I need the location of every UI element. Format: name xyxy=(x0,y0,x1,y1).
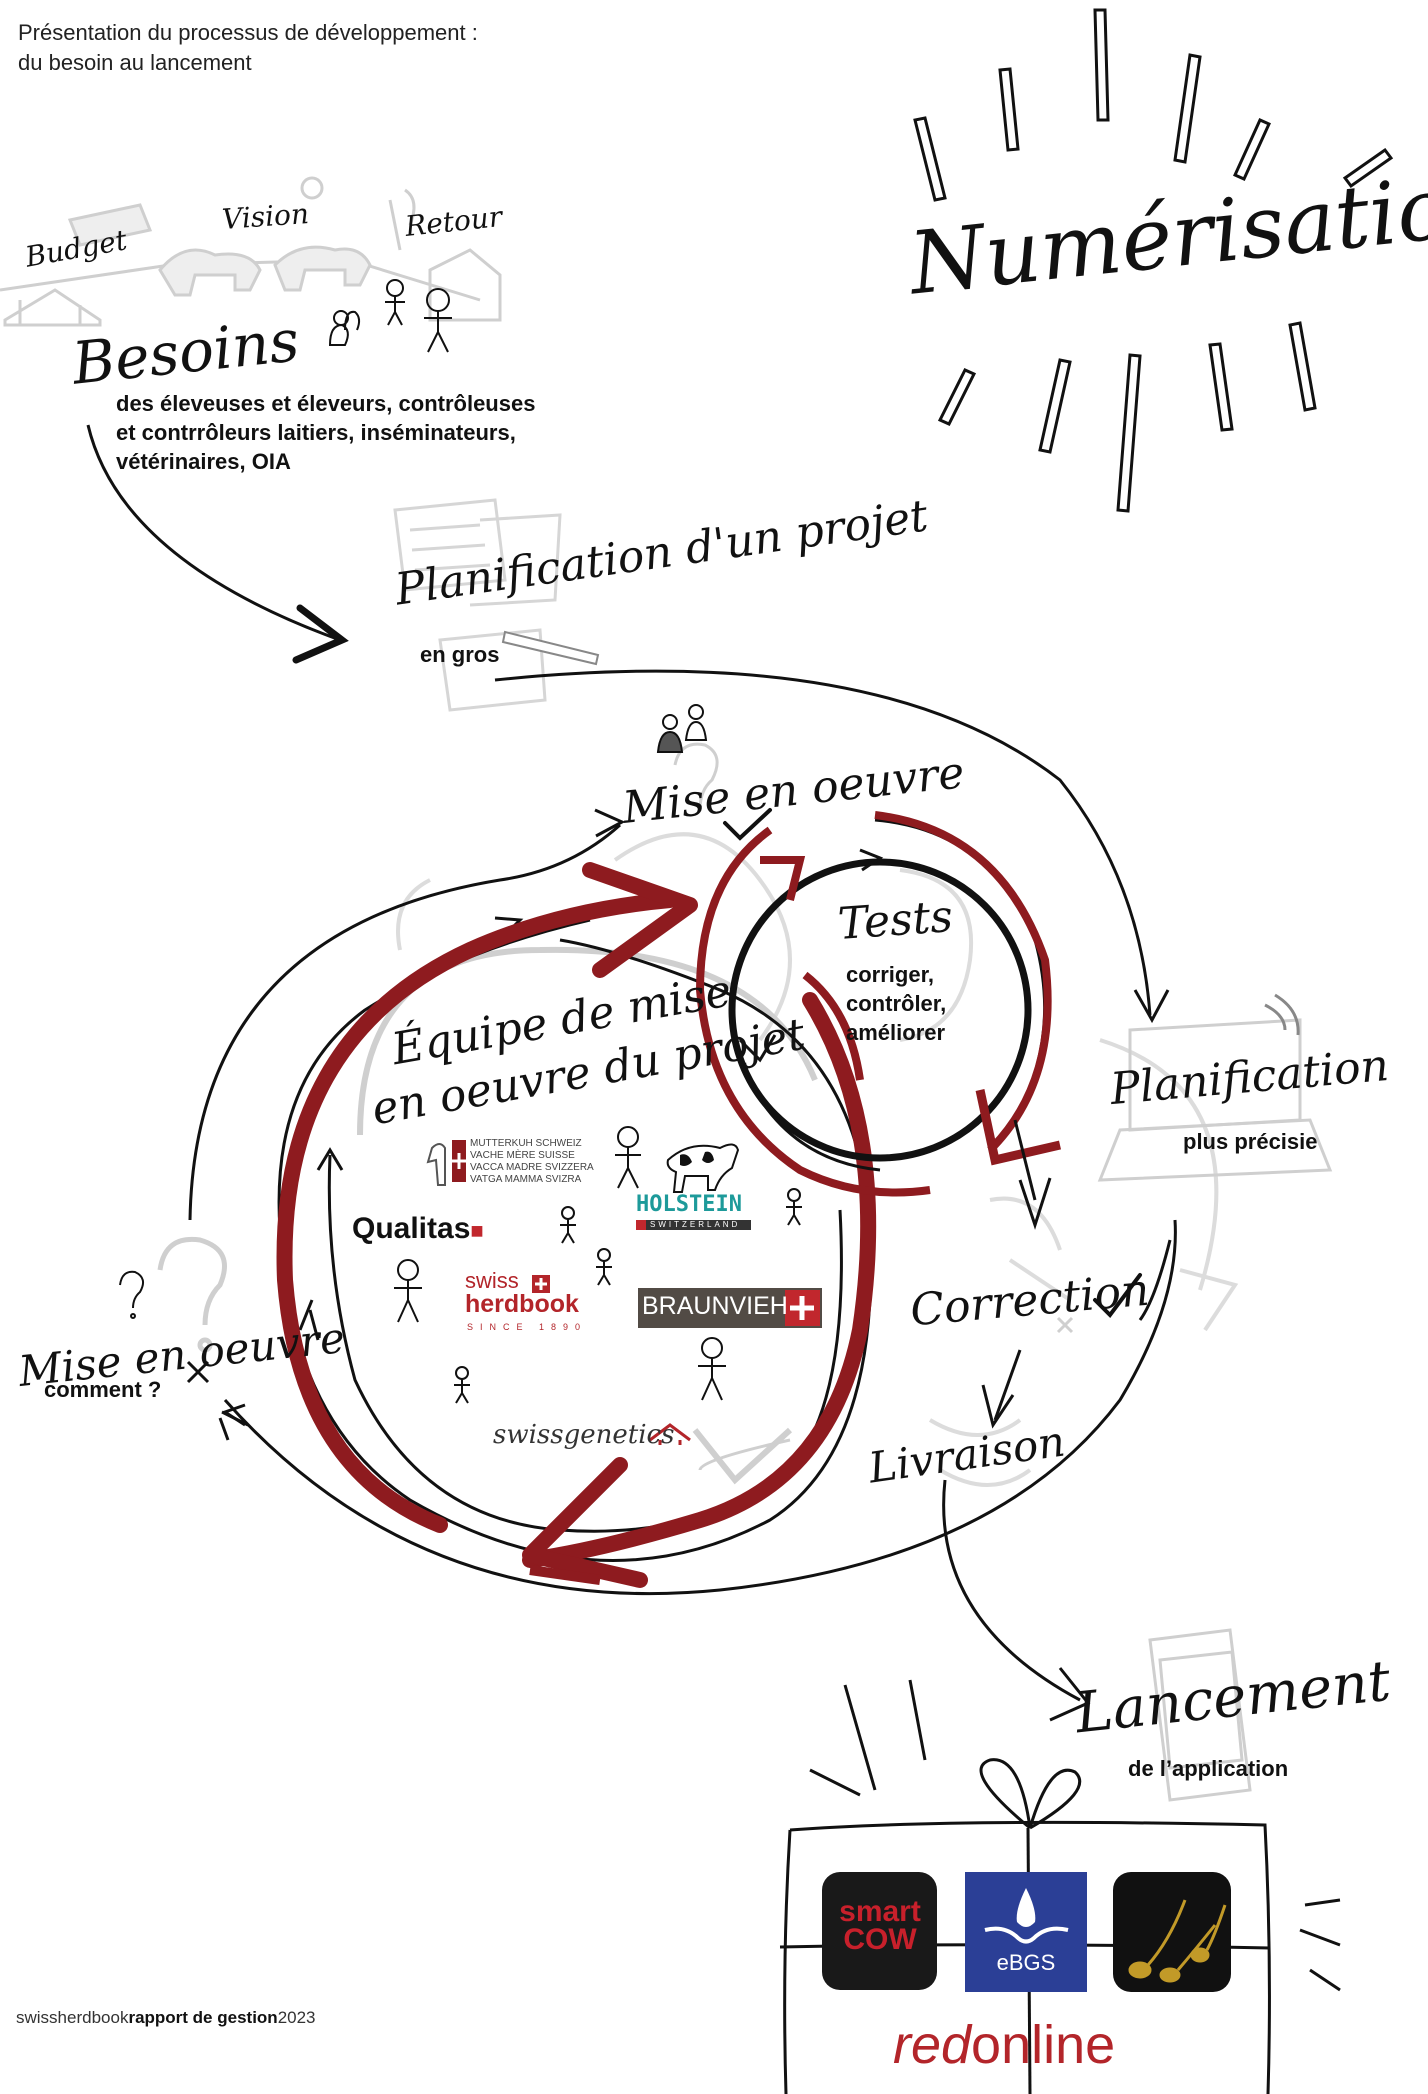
footer-year: 2023 xyxy=(277,2008,316,2027)
tests-line-3: améliorer xyxy=(846,1020,946,1045)
tests-title: Tests xyxy=(836,891,955,950)
besoins-line-3: vétérinaires, OIA xyxy=(116,449,291,474)
redonline-red-part: red xyxy=(893,2015,972,2075)
braunvieh-logo-text: BRAUNVIEH xyxy=(642,1292,788,1320)
page-footer: swissherdbookrapport de gestion2023 xyxy=(16,2008,316,2028)
braunvieh-logo xyxy=(638,1288,822,1328)
question-icon-small xyxy=(119,1270,145,1319)
swissgenetics-icon xyxy=(649,1423,691,1445)
label-vision: Vision xyxy=(220,197,310,236)
smartcow-app-icon xyxy=(822,1872,937,1990)
redonline-online-part: online xyxy=(971,2015,1116,2075)
redonline-logo: redonline xyxy=(893,2015,1115,2075)
cycle-background-sketch xyxy=(396,832,1239,1487)
footer-brand: swissherdbook xyxy=(16,2008,129,2027)
laptop-icon xyxy=(1097,993,1333,1182)
mutterkuh-line-2: VACHE MÈRE SUISSE xyxy=(470,1150,575,1161)
herdbook-swiss-word: swiss xyxy=(465,1268,519,1293)
cow-icon xyxy=(666,1143,740,1193)
checkmark-icon xyxy=(723,808,1142,1319)
herdbook-word: herdbook xyxy=(465,1290,579,1318)
planification-precise-sub: plus précisie xyxy=(1183,1129,1318,1154)
mutterkuh-logo-icon xyxy=(426,1140,467,1186)
smartcow-label-line-2: COW xyxy=(843,1923,917,1956)
swissgenetics-logo: swissgenetics xyxy=(493,1420,675,1450)
burst-stroke-icon xyxy=(913,8,1394,513)
person-icon xyxy=(328,279,452,353)
ebgs-label: eBGS xyxy=(996,1950,1056,1975)
tests-description: corriger, contrôler, améliorer xyxy=(846,960,946,1047)
person-icon xyxy=(656,704,708,753)
qualitas-logo-text: Qualitas xyxy=(352,1212,471,1245)
question-icon xyxy=(157,742,719,1353)
planification-projet-sub: en gros xyxy=(420,642,500,667)
smartcow-label-line-1: smart xyxy=(839,1895,921,1928)
besoins-description: des éleveuses et éleveurs, contrôleuses … xyxy=(116,389,535,476)
mutterkuh-line-1: MUTTERKUH SCHWEIZ xyxy=(470,1138,582,1149)
tests-line-1: corriger, xyxy=(846,962,935,987)
mise-en-oeuvre-left-sub: comment ? xyxy=(44,1377,162,1402)
qualitas-logo: Qualitas■ xyxy=(352,1212,484,1245)
arrow-icon xyxy=(292,604,349,664)
page-header: Présentation du processus de développeme… xyxy=(18,18,478,78)
mutterkuh-line-3: VACCA MADRE SVIZZERA xyxy=(470,1162,594,1173)
holstein-logo-text: HOLSTEIN xyxy=(636,1192,742,1217)
arrow-icon xyxy=(86,424,341,642)
holstein-logo-sub: SWITZERLAND xyxy=(650,1220,741,1229)
phone-icon xyxy=(1148,1628,1252,1802)
farm-sketch xyxy=(0,176,502,327)
paper-sketch xyxy=(393,498,600,712)
mutterkuh-logo: MUTTERKUH SCHWEIZ VACHE MÈRE SUISSE VACC… xyxy=(470,1138,594,1186)
person-icon xyxy=(394,1126,802,1404)
smartcow-label: smart COW xyxy=(828,1895,932,1956)
mutterkuh-line-4: VATGA MAMMA SVIZRA xyxy=(470,1174,582,1185)
tests-line-2: contrôler, xyxy=(846,991,947,1016)
cross-icon xyxy=(186,1316,1074,1384)
lancement-sub: de l’application xyxy=(1128,1756,1289,1781)
holstein-stripe xyxy=(636,1220,751,1230)
header-line-2: du besoin au lancement xyxy=(18,50,252,75)
besoins-line-2: et contrrôleurs laitiers, inséminateurs, xyxy=(116,420,516,445)
footer-report: rapport de gestion xyxy=(128,2008,278,2027)
herdbook-since: SINCE 1890 xyxy=(467,1322,588,1332)
header-line-1: Présentation du processus de développeme… xyxy=(18,20,478,45)
besoins-line-1: des éleveuses et éleveurs, contrôleuses xyxy=(116,391,536,416)
circle-arrow-gray xyxy=(357,946,818,1485)
